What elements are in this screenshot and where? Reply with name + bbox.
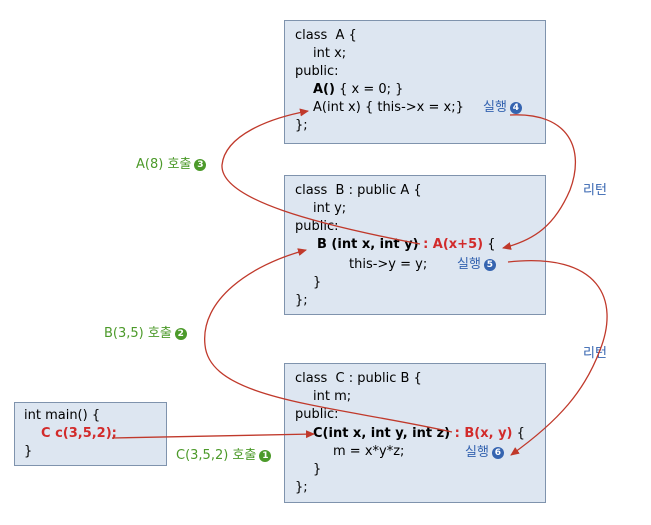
run-label-a: 실행 — [483, 100, 507, 115]
class-c-ctor: C(int x, int y, int z) : B(x, y) { — [313, 425, 525, 443]
call-b35-text: B(3,5) 호출 — [104, 326, 172, 341]
class-b-ctor-init: : A(x+5) — [418, 237, 484, 252]
class-a-default-ctor-name: A() — [313, 82, 335, 97]
class-a-int-ctor: A(int x) { this->x = x;} — [313, 100, 464, 115]
main-header: int main() { — [24, 408, 101, 423]
class-c-ctor-close: } — [313, 462, 322, 477]
class-c-box: class C : public B { int m; public: C(in… — [284, 363, 546, 503]
return-arrow-b-to-c — [507, 260, 608, 456]
class-a-close: }; — [295, 118, 308, 133]
call-a8-text: A(8) 호출 — [136, 157, 192, 172]
class-c-ctor-open: { — [512, 426, 525, 441]
return-arrow-a-to-b — [502, 114, 577, 250]
return-label-2: 리턴 — [583, 346, 607, 361]
main-close: } — [24, 444, 33, 459]
step-3-icon: 3 — [194, 159, 207, 171]
step-1-icon: 1 — [259, 450, 272, 462]
step-4-icon: 4 — [509, 102, 522, 114]
class-a-field: int x; — [313, 46, 347, 61]
class-b-ctor-body: this->y = y; — [349, 257, 428, 272]
class-b-header: class B : public A { — [295, 183, 422, 198]
class-a-header: class A { — [295, 28, 357, 43]
step-5-icon: 5 — [483, 259, 496, 271]
class-c-public: public: — [295, 407, 339, 422]
class-c-header: class C : public B { — [295, 371, 422, 386]
class-b-ctor-open: { — [483, 237, 496, 252]
class-a-default-ctor-body: { x = 0; } — [334, 82, 404, 97]
class-b-ctor-close: } — [313, 275, 322, 290]
run-label-b: 실행 — [457, 257, 481, 272]
step-6-icon: 6 — [491, 447, 504, 459]
class-c-field: int m; — [313, 389, 352, 404]
class-a-box: class A { int x; public: A() { x = 0; } … — [284, 20, 546, 144]
class-a-default-ctor: A() { x = 0; } — [313, 81, 403, 99]
class-c-ctor-body: m = x*y*z; — [333, 444, 405, 459]
call-arrow-a8 — [221, 108, 421, 245]
main-object-creation: C c(3,5,2); — [41, 426, 117, 441]
class-c-ctor-init: : B(x, y) — [450, 426, 513, 441]
class-b-close: }; — [295, 293, 308, 308]
call-c352-text: C(3,5,2) 호출 — [176, 448, 257, 463]
class-b-ctor: B (int x, int y) : A(x+5) { — [317, 236, 495, 254]
class-b-public: public: — [295, 219, 339, 234]
class-b-field: int y; — [313, 201, 347, 216]
class-c-close: }; — [295, 480, 308, 495]
main-box: int main() { C c(3,5,2); } — [14, 402, 167, 466]
run-label-c: 실행 — [465, 445, 489, 460]
step-2-icon: 2 — [174, 328, 187, 340]
call-arrow-b35 — [204, 248, 453, 433]
class-b-ctor-signature: B (int x, int y) — [317, 237, 419, 252]
return-label-1: 리턴 — [583, 183, 607, 198]
call-arrow-c352 — [111, 430, 315, 439]
class-c-ctor-signature: C(int x, int y, int z) — [313, 426, 451, 441]
class-a-public: public: — [295, 64, 339, 79]
